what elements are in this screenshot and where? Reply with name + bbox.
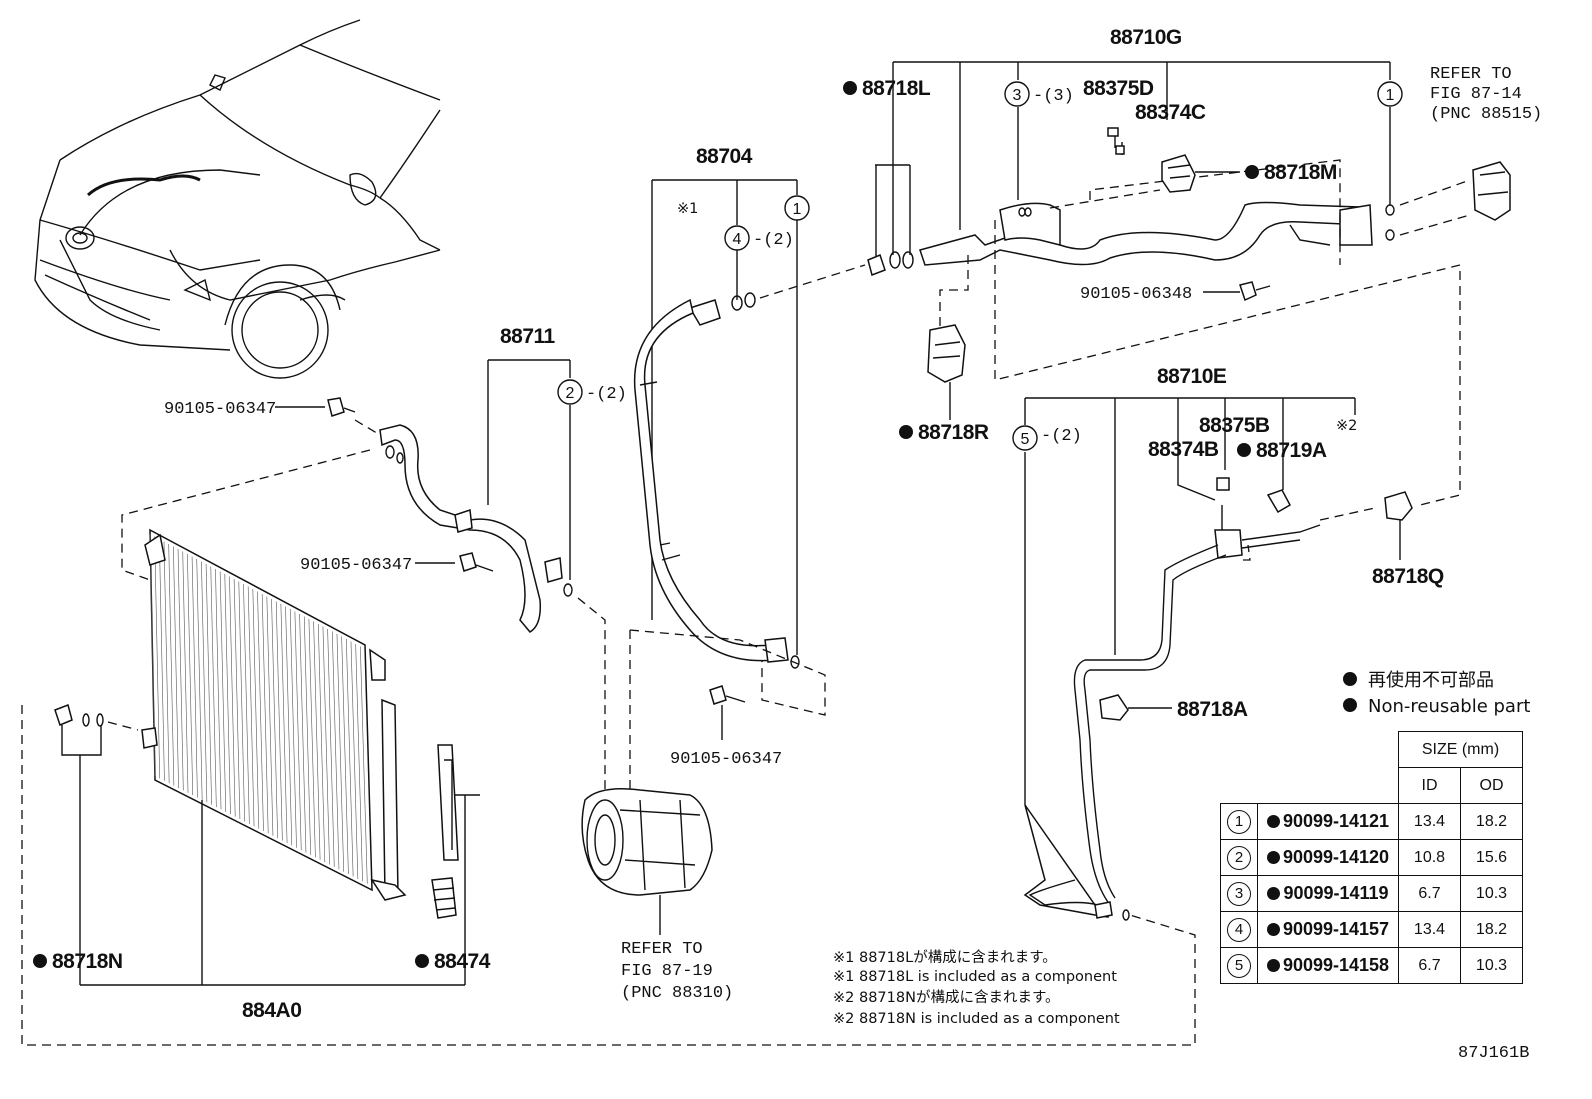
label-88719A: 88719A xyxy=(1256,439,1327,462)
label-88374B: 88374B xyxy=(1148,438,1219,461)
mark-1: ※1 xyxy=(677,201,698,217)
oring-size-table: SIZE (mm) ID OD 1 90099-14121 13.4 18.2 … xyxy=(1220,731,1523,984)
label-88718Q: 88718Q xyxy=(1372,565,1444,588)
vehicle-sketch xyxy=(34,19,441,379)
pipe-88711 xyxy=(354,359,606,790)
note-2-en: ※2 88718N is included as a component xyxy=(833,1011,1120,1027)
label-88718M: 88718M xyxy=(1264,161,1337,184)
label-88375D: 88375D xyxy=(1083,77,1154,100)
condenser-884A0 xyxy=(21,449,1196,1046)
svg-text:5: 5 xyxy=(1021,431,1030,448)
table-row: 5 90099-14158 6.7 10.3 xyxy=(1220,947,1523,984)
legend-en: Non-reusable part xyxy=(1368,696,1530,717)
label-88718L: 88718L xyxy=(862,77,931,100)
col-od: OD xyxy=(1460,767,1523,804)
svg-text:2: 2 xyxy=(566,385,575,402)
compressor-88310 xyxy=(581,788,713,935)
callout-4 xyxy=(724,225,750,251)
pipe-88710G xyxy=(867,61,1471,506)
label-88374C: 88374C xyxy=(1135,101,1206,124)
label-88718N: 88718N xyxy=(52,950,123,973)
label-88704: 88704 xyxy=(696,145,753,168)
bolt-90105-06347-b xyxy=(415,552,494,572)
svg-text:4: 4 xyxy=(733,231,742,248)
callout-2 xyxy=(557,379,583,405)
qty-2: -(2) xyxy=(586,385,627,404)
svg-text:1: 1 xyxy=(1386,87,1395,104)
svg-text:1: 1 xyxy=(793,201,802,218)
callout-1-b xyxy=(784,195,810,221)
table-row: 3 90099-14119 6.7 10.3 xyxy=(1220,875,1523,912)
label-90105-06347-a: 90105-06347 xyxy=(164,400,276,419)
note-1-jp: ※1 88718Lが構成に含まれます。 xyxy=(833,949,1057,966)
label-88375B: 88375B xyxy=(1199,414,1270,437)
connector-88718M xyxy=(1161,154,1240,193)
callout-1-a xyxy=(1377,81,1403,107)
callout-5 xyxy=(1012,425,1038,451)
ref-88310-line2: FIG 87-19 xyxy=(621,962,713,981)
connector-88718Q xyxy=(1384,491,1413,560)
qty-4: -(2) xyxy=(753,231,794,250)
connector-88718A xyxy=(1099,694,1172,721)
label-90105-06347-c: 90105-06347 xyxy=(670,750,782,769)
table-row: 2 90099-14120 10.8 15.6 xyxy=(1220,839,1523,876)
svg-text:3: 3 xyxy=(1013,87,1022,104)
connector-88718R xyxy=(927,255,969,420)
qty-5: -(2) xyxy=(1041,427,1082,446)
label-90105-06348: 90105-06348 xyxy=(1080,285,1192,304)
bracket-88474 xyxy=(431,744,480,919)
label-88718A: 88718A xyxy=(1177,698,1248,721)
bolt-90105-06347-a xyxy=(275,397,356,417)
ref-88515-line1: REFER TO xyxy=(1430,65,1512,84)
ref-88310-line1: REFER TO xyxy=(621,940,703,959)
diagram-code: 87J161B xyxy=(1458,1044,1529,1063)
bolt-90105-06347-c xyxy=(709,685,746,740)
qty-3: -(3) xyxy=(1033,87,1074,106)
table-row: 1 90099-14121 13.4 18.2 xyxy=(1220,803,1523,840)
col-id: ID xyxy=(1398,767,1461,804)
callout-3 xyxy=(1004,81,1030,107)
hose-88704 xyxy=(629,179,866,790)
size-header: SIZE (mm) xyxy=(1398,731,1523,768)
note-2-jp: ※2 88718Nが構成に含まれます。 xyxy=(833,989,1060,1006)
ref-88515-line3: (PNC 88515) xyxy=(1430,105,1542,124)
refer-part-88515 xyxy=(1472,161,1511,221)
note-1-en: ※1 88718L is included as a component xyxy=(833,969,1117,985)
label-88710E: 88710E xyxy=(1157,365,1227,388)
non-reusable-dot xyxy=(843,81,857,95)
pipe-88710E xyxy=(1023,397,1376,921)
label-88711: 88711 xyxy=(500,325,556,348)
legend-jp: 再使用不可部品 xyxy=(1368,670,1494,691)
label-884A0: 884A0 xyxy=(242,999,301,1022)
table-row: 4 90099-14157 13.4 18.2 xyxy=(1220,911,1523,948)
mark-2: ※2 xyxy=(1336,418,1357,434)
label-90105-06347-b: 90105-06347 xyxy=(300,556,412,575)
ref-88310-line3: (PNC 88310) xyxy=(621,984,733,1003)
bolt-90105-06348 xyxy=(1203,281,1271,302)
label-88710G: 88710G xyxy=(1110,26,1182,49)
label-88474: 88474 xyxy=(434,950,491,973)
part-labels: 88710G 88718L 3 -(3) 88375D 88374C 1 REF… xyxy=(33,26,1542,1063)
label-88718R: 88718R xyxy=(918,421,989,444)
ref-88515-line2: FIG 87-14 xyxy=(1430,85,1522,104)
